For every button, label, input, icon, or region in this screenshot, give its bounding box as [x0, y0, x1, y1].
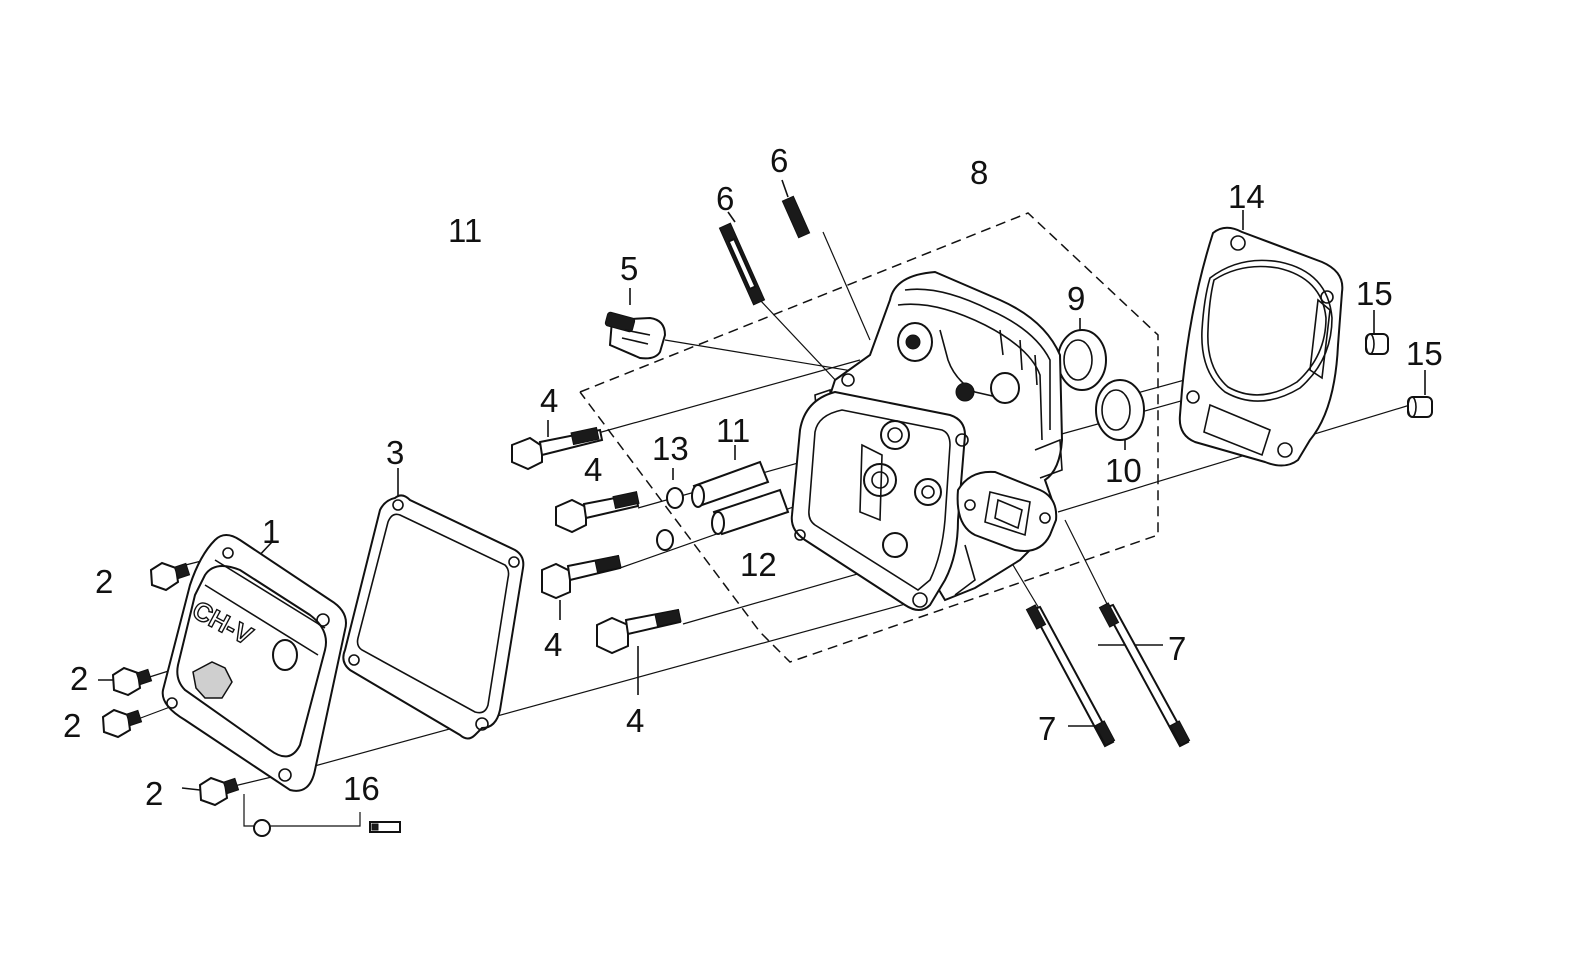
o-ring-lower — [656, 529, 674, 551]
callout-4b: 4 — [584, 451, 602, 488]
callout-5: 5 — [620, 250, 638, 287]
callout-6a: 6 — [716, 180, 734, 217]
callout-15b: 15 — [1406, 335, 1443, 372]
cover-bolt-2d — [198, 776, 240, 807]
stud-6-left — [718, 222, 766, 306]
valve-seal-9 — [1057, 329, 1107, 391]
spark-plug — [604, 311, 667, 360]
bolt-4c — [541, 554, 622, 600]
callout-4a: 4 — [540, 382, 558, 419]
valve-guide-upper — [691, 460, 770, 508]
bolt-4b — [555, 491, 640, 534]
callout-2d: 2 — [145, 775, 163, 812]
o-ring-upper — [666, 487, 684, 509]
cover-bolt-2c — [101, 708, 143, 739]
assembly-boundary — [579, 212, 1159, 663]
callout-6b: 6 — [770, 142, 788, 179]
callout-4d: 4 — [626, 702, 644, 739]
callout-12: 12 — [740, 546, 777, 583]
callout-13: 13 — [652, 430, 689, 467]
callout-2c: 2 — [63, 707, 81, 744]
cover-bolt-2b — [111, 666, 153, 697]
callout-2b: 2 — [70, 660, 88, 697]
callout-1: 1 — [262, 513, 280, 550]
callout-15a: 15 — [1356, 275, 1393, 312]
callout-2a: 2 — [95, 563, 113, 600]
cover-bolt-2a — [149, 561, 191, 592]
stud-7-right — [1098, 602, 1191, 748]
callout-7a: 7 — [1168, 630, 1186, 667]
callout-11b: 11 — [716, 412, 750, 449]
valve-guide-lower — [711, 488, 790, 536]
stud-6-right — [781, 195, 811, 239]
dowel-pin-upper — [1365, 333, 1389, 355]
callout-9: 9 — [1067, 280, 1085, 317]
breather-items — [253, 819, 401, 837]
callout-3: 3 — [386, 434, 404, 471]
valve-cover: CH-V — [161, 534, 347, 792]
callout-14: 14 — [1228, 178, 1265, 215]
valve-cover-gasket — [342, 494, 525, 740]
bolt-4d — [596, 608, 682, 655]
cylinder-head — [790, 270, 1064, 611]
dowel-pin-lower — [1407, 396, 1433, 418]
stud-7-left — [1025, 604, 1116, 748]
callout-labels: 1 2 2 2 2 3 4 4 4 4 5 6 6 7 7 8 9 10 11 … — [63, 142, 1443, 812]
callout-8: 8 — [970, 154, 988, 191]
callout-4c: 4 — [544, 626, 562, 663]
head-gasket — [1178, 226, 1344, 467]
callout-11a: 11 — [448, 212, 482, 249]
callout-10: 10 — [1105, 452, 1142, 489]
bolt-4a — [511, 426, 604, 471]
valve-seal-10 — [1095, 379, 1145, 441]
callout-7b: 7 — [1038, 710, 1056, 747]
callout-16: 16 — [343, 770, 380, 807]
